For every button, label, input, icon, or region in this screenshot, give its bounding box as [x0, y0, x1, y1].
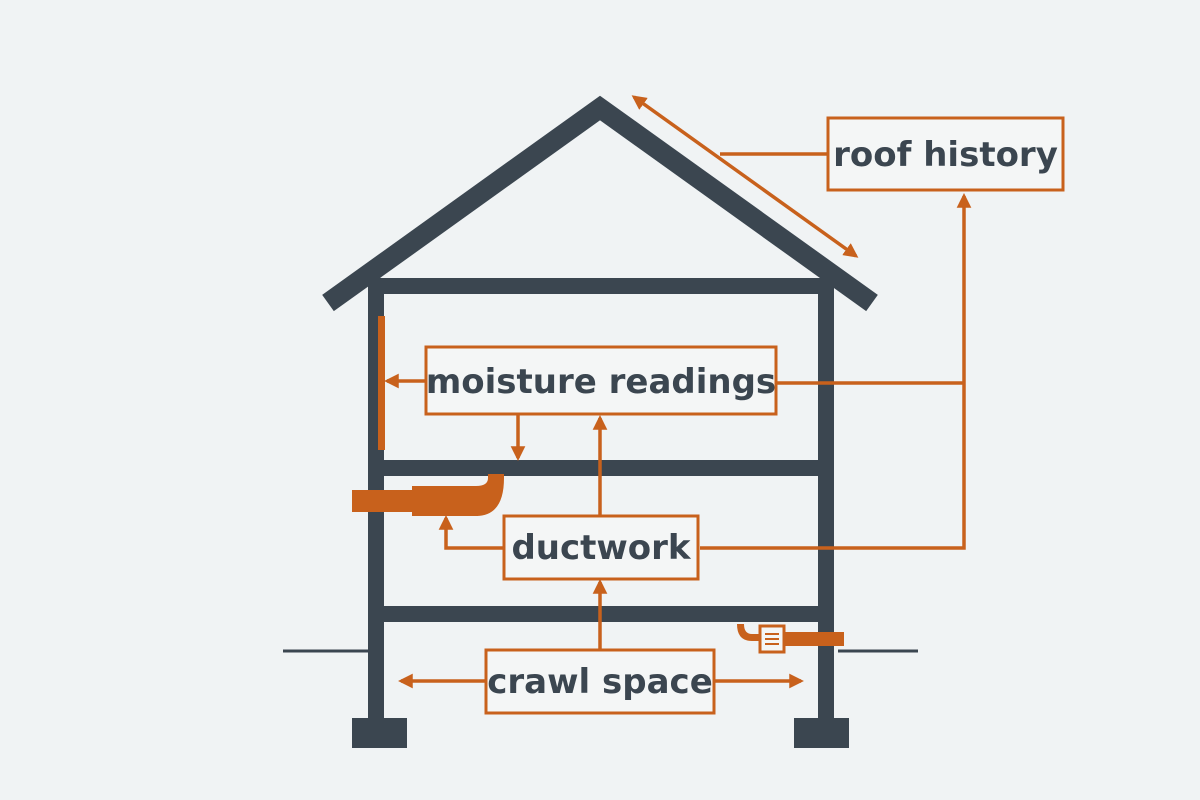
moisture-readings-text: moisture readings: [426, 362, 776, 402]
moisture-readings-label: moisture readings: [424, 345, 778, 416]
house-structure: [322, 95, 878, 748]
right-footing: [794, 718, 849, 748]
left-pier: [368, 622, 384, 722]
roof-slope-arrow: [631, 95, 859, 258]
roof-history-text: roof history: [833, 135, 1058, 175]
ductwork-to-duct-arrow: [438, 515, 504, 550]
right-pier: [818, 622, 834, 722]
roof: [322, 95, 878, 312]
ceiling-beam: [368, 278, 834, 294]
ductwork-text: ductwork: [511, 528, 691, 568]
crawl-space-text: crawl space: [487, 662, 713, 702]
connectors: [384, 95, 972, 689]
crawl-space-label: crawl space: [484, 648, 716, 715]
crawl-vent: [737, 624, 844, 654]
roof-history-label: roof history: [826, 116, 1065, 192]
duct-pipe: [352, 474, 504, 516]
wall-moisture-strip: [378, 316, 385, 450]
left-footing: [352, 718, 407, 748]
feed-line-to-roof-history: [700, 193, 972, 550]
ductwork-label: ductwork: [502, 514, 700, 581]
right-wall: [818, 278, 834, 622]
